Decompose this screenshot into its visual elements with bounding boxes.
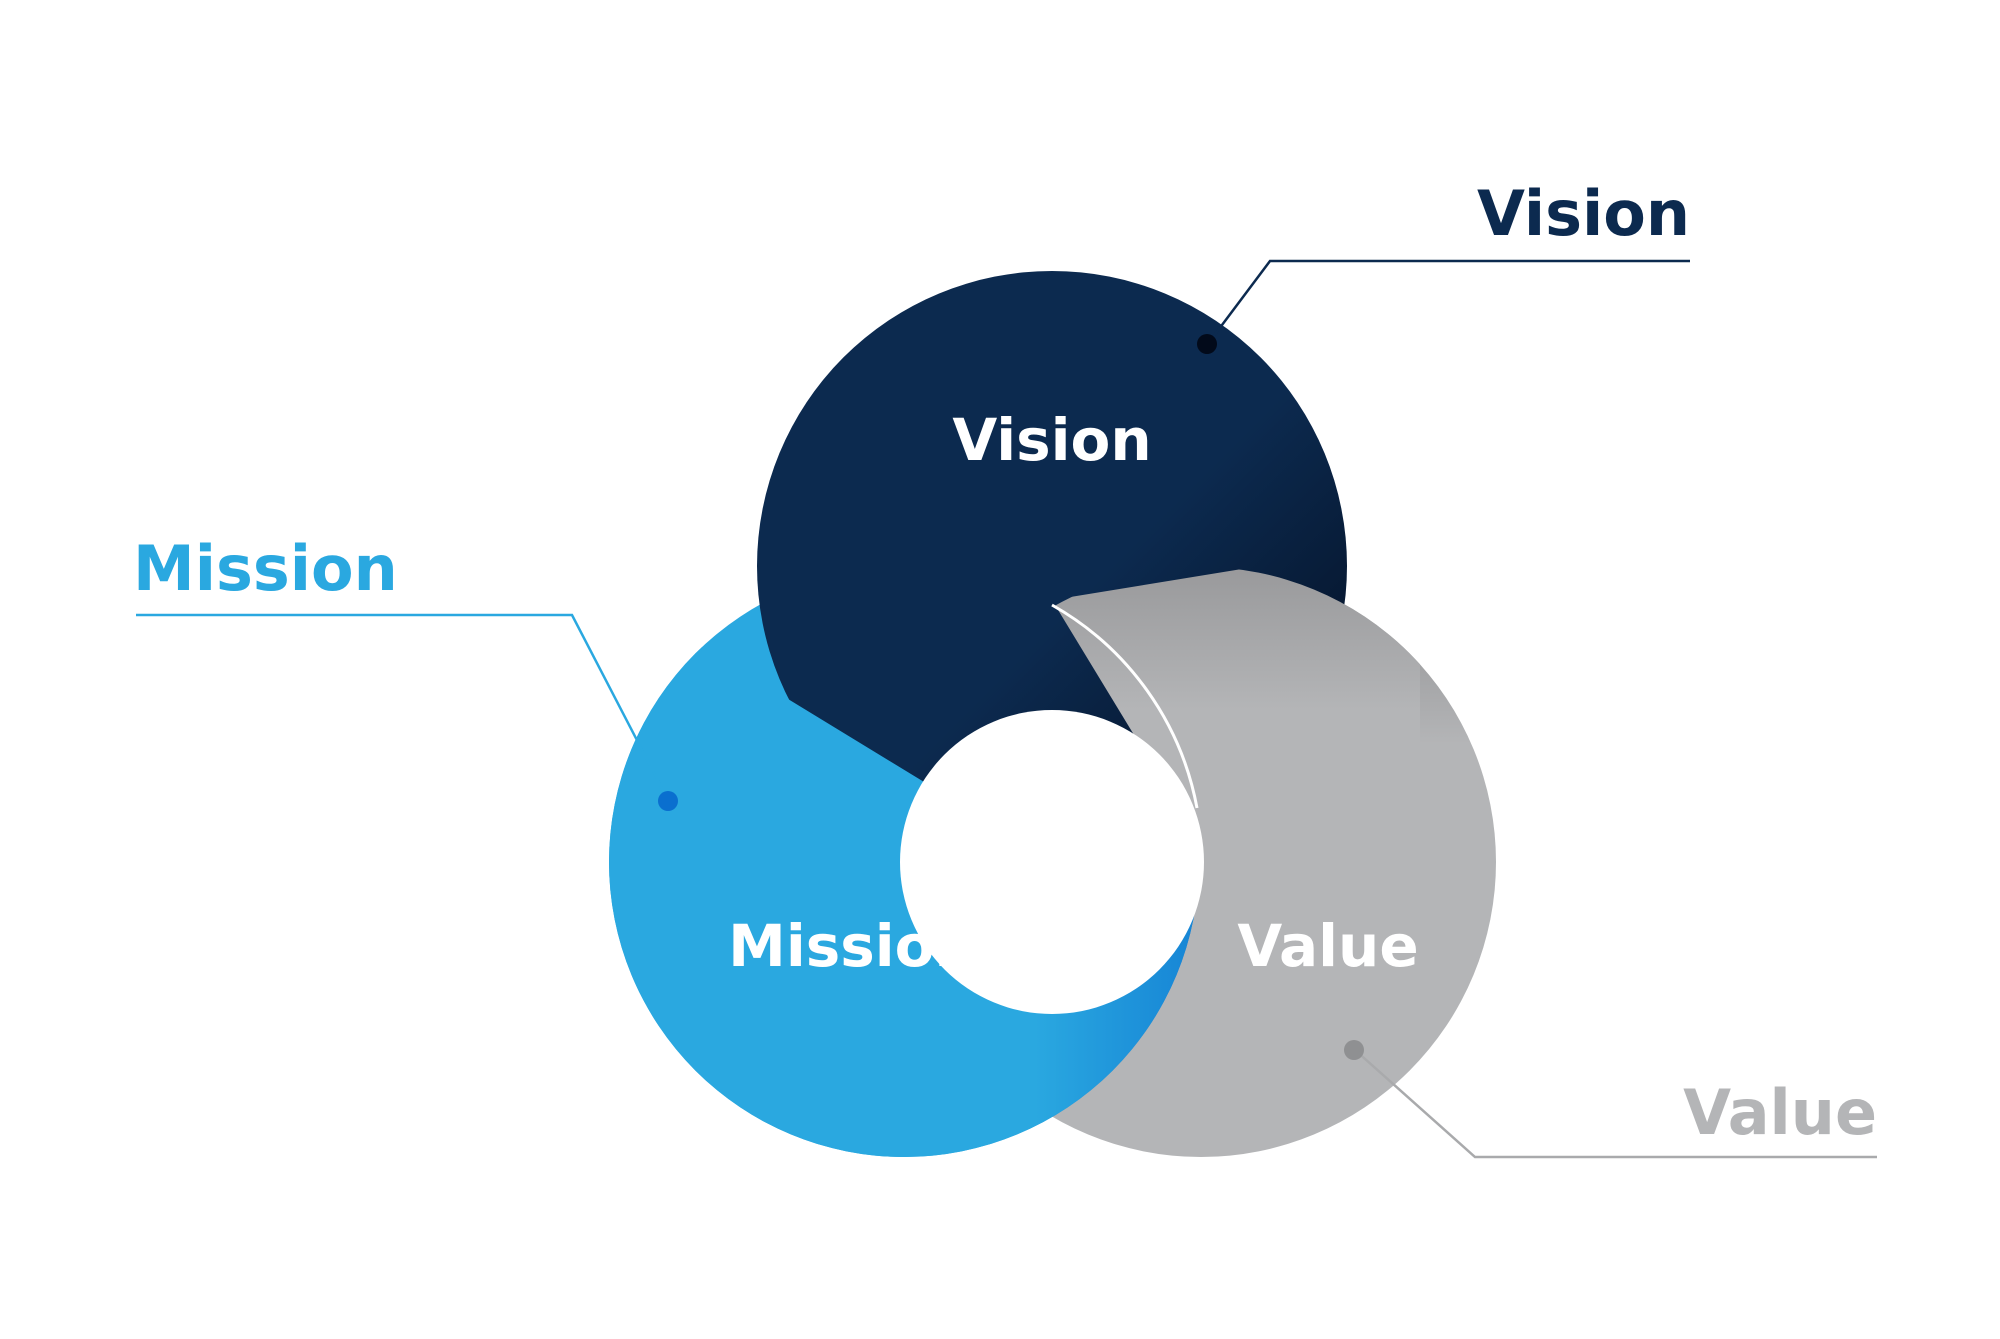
value-callout: Value xyxy=(1344,1040,1877,1159)
value-leader-line xyxy=(1354,1049,1877,1159)
vision-callout: Vision xyxy=(1197,177,1690,354)
vision-leader-line xyxy=(1206,259,1690,346)
mission-leader-line xyxy=(136,613,670,801)
mission-dot xyxy=(658,791,678,811)
value-dot xyxy=(1344,1040,1364,1060)
value-inner-label: Value xyxy=(1237,912,1418,980)
vision-dot xyxy=(1197,334,1217,354)
mission-callout: Mission xyxy=(133,532,678,811)
mission-callout-label: Mission xyxy=(133,532,398,605)
mission-inner-label: Mission xyxy=(728,912,976,980)
value-callout-label: Value xyxy=(1683,1076,1877,1149)
vision-callout-label: Vision xyxy=(1477,177,1690,250)
center-hole xyxy=(900,710,1204,1014)
vision-inner-label: Vision xyxy=(952,406,1151,474)
separator-arc xyxy=(1051,603,1199,809)
